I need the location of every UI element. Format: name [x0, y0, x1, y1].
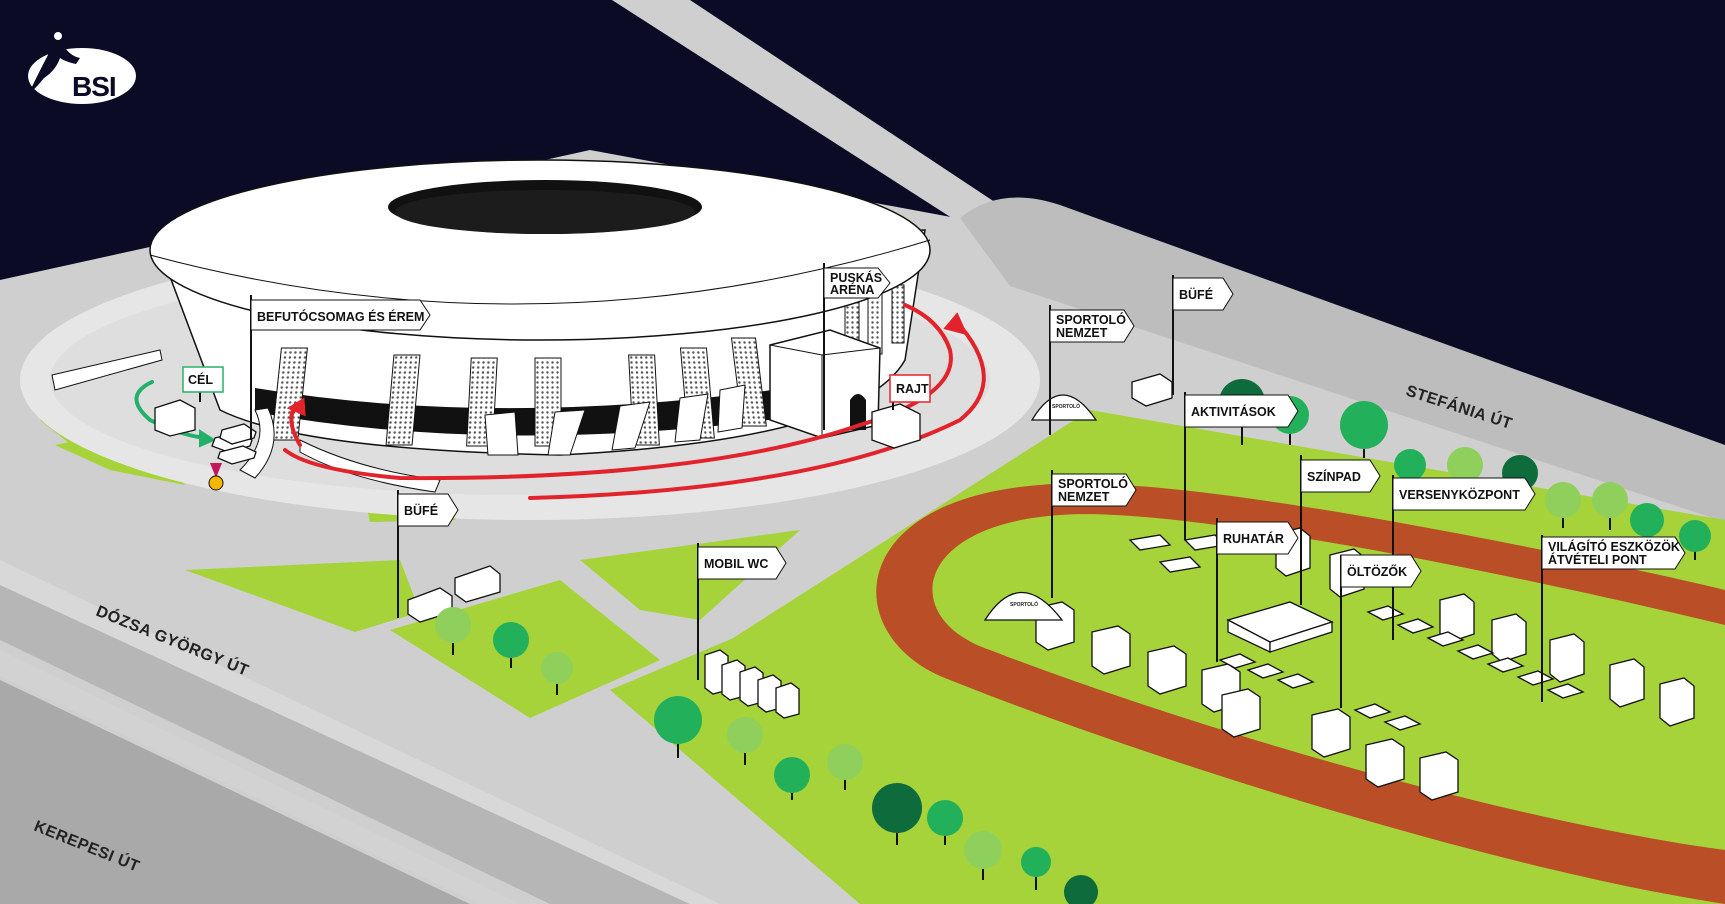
tree: [1545, 482, 1581, 528]
tree: [872, 783, 922, 845]
cel-label: CÉL: [188, 372, 213, 387]
puskas-label-2: ARÉNA: [830, 282, 874, 297]
sportolo-dome-mid: SPORTOLÓ: [983, 592, 1064, 621]
flag-bufe-right[interactable]: BÜFÉ: [1172, 275, 1234, 395]
sportolo-mid-label-1: SPORTOLÓ: [1058, 476, 1128, 491]
flag-bufe-left[interactable]: BÜFÉ: [397, 490, 459, 618]
bufe-right-label: BÜFÉ: [1179, 287, 1213, 302]
mobil-wc-label: MOBIL WC: [704, 557, 768, 571]
start-route-inner: [283, 423, 862, 481]
tree: [927, 800, 963, 845]
flag-sportolo-mid[interactable]: SPORTOLÓ NEMZET: [1051, 470, 1137, 598]
sportolo-top-label-1: SPORTOLÓ: [1056, 312, 1126, 327]
tree: [435, 607, 471, 655]
trees: [435, 379, 1711, 904]
tree: [654, 696, 702, 758]
versenykozpont-label: VERSENYKÖZPONT: [1399, 487, 1520, 502]
vilagito-label-2: ÁTVÉTELI PONT: [1548, 552, 1647, 567]
svg-text:SPORTOLÓ: SPORTOLÓ: [1052, 402, 1080, 410]
befuto-label: BEFUTÓCSOMAG ÉS ÉREM: [257, 309, 424, 324]
bufe-left-label: BÜFÉ: [404, 503, 438, 518]
tree: [1340, 401, 1388, 458]
sportolo-top-label-2: NEMZET: [1056, 326, 1108, 340]
tree: [1679, 520, 1711, 560]
sportolo-mid-label-2: NEMZET: [1058, 490, 1110, 504]
puskas-label-1: PUSKÁS: [830, 270, 882, 285]
flag-cel[interactable]: CÉL: [182, 366, 224, 402]
flag-ruhatar[interactable]: RUHATÁR: [1216, 518, 1299, 662]
runner-head-icon: [52, 30, 64, 42]
finish-arrow: [134, 380, 207, 440]
sportolo-dome-top: SPORTOLÓ: [1030, 394, 1098, 421]
flag-aktivitasok[interactable]: AKTIVITÁSOK: [1184, 392, 1299, 540]
medal-icon: [208, 463, 224, 491]
oltozok-label: ÖLTÖZŐK: [1347, 564, 1407, 579]
rajt-label: RAJT: [896, 382, 929, 396]
running-track: [876, 483, 1725, 904]
flag-puskas-arena[interactable]: PUSKÁS ARÉNA: [823, 263, 891, 430]
flag-oltozok[interactable]: ÖLTÖZŐK: [1340, 554, 1422, 708]
tree: [1064, 875, 1098, 904]
bsi-logo[interactable]: BSI: [28, 30, 136, 104]
tree: [1021, 847, 1051, 890]
tree: [727, 717, 763, 765]
tree: [493, 622, 529, 668]
vilagito-label-1: VILÁGÍTÓ ESZKÖZÖK: [1548, 539, 1680, 554]
svg-text:SPORTOLÓ: SPORTOLÓ: [1010, 600, 1038, 608]
szinpad-label: SZÍNPAD: [1307, 469, 1361, 484]
route-arrow-up-right: [943, 312, 968, 336]
flag-szinpad[interactable]: SZÍNPAD: [1300, 455, 1381, 605]
stefania-road: [960, 197, 1725, 523]
kerepesi-road: [0, 680, 470, 904]
flag-mobil-wc[interactable]: MOBIL WC: [697, 543, 787, 680]
tree: [964, 831, 1002, 880]
flag-sportolo-top[interactable]: SPORTOLÓ NEMZET: [1049, 305, 1135, 435]
tree: [541, 652, 573, 695]
route-arrow-up-left: [286, 397, 306, 417]
logo-text: BSI: [72, 71, 116, 102]
finish-arrow-head: [199, 429, 217, 448]
tree: [827, 744, 863, 790]
ruhatar-label: RUHATÁR: [1223, 531, 1284, 546]
tree: [1592, 482, 1628, 530]
flag-vilagito[interactable]: VILÁGÍTÓ ESZKÖZÖK ÁTVÉTELI PONT: [1541, 535, 1686, 702]
tree: [774, 757, 810, 800]
flag-befuto[interactable]: BEFUTÓCSOMAG ÉS ÉREM: [250, 295, 431, 440]
aktivitasok-label: AKTIVITÁSOK: [1191, 404, 1276, 419]
flag-versenykozpont[interactable]: VERSENYKÖZPONT: [1392, 475, 1536, 640]
flag-rajt[interactable]: RAJT: [889, 374, 931, 410]
runner-icon: [28, 37, 80, 95]
